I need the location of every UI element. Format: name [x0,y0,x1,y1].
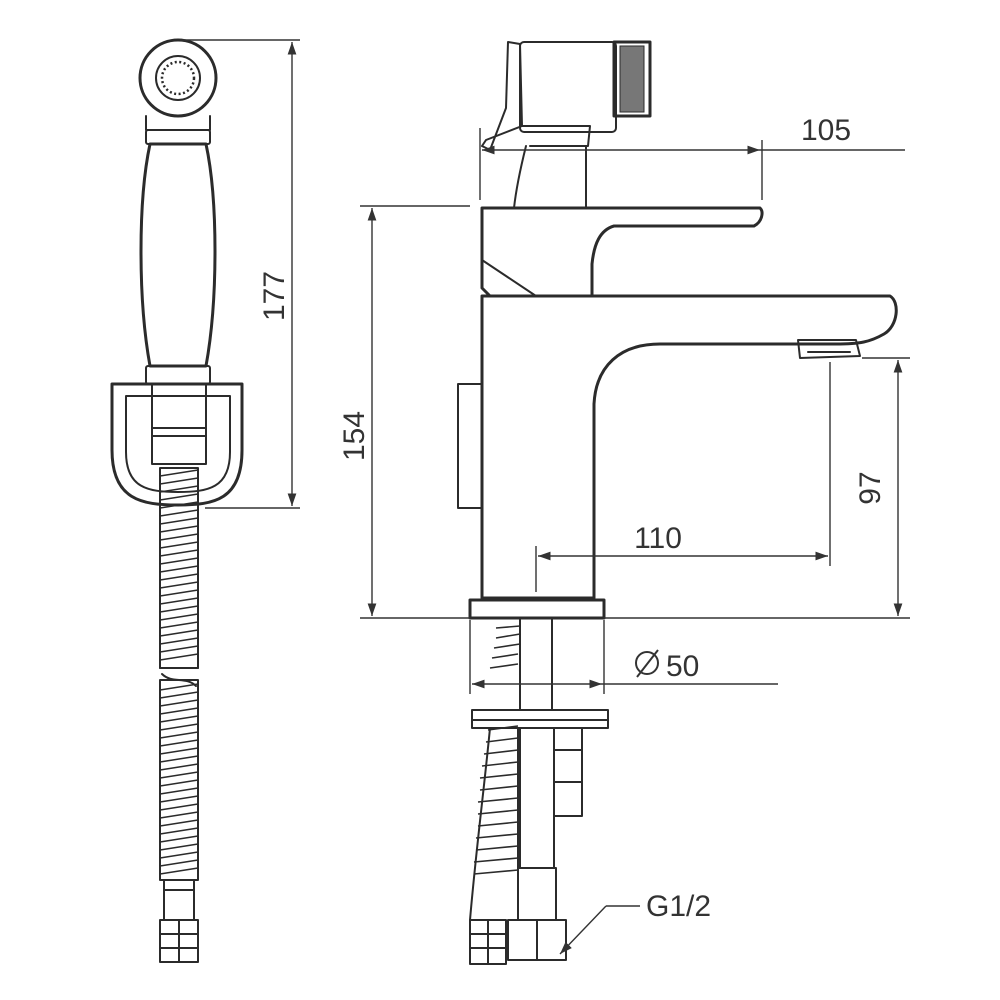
mixer-body [457,294,898,600]
dimension-label-97: 97 [854,471,887,504]
handle-body [139,142,217,368]
dimension-label-50: 50 [666,650,699,683]
handset-nozzle [481,40,652,209]
shower-head-icon [138,38,218,145]
supply-hoses [469,625,583,965]
mixer-base [468,598,609,729]
dimension-label-105: 105 [801,114,851,147]
diameter-symbol-icon [635,649,659,678]
dimension-97: 97 [604,357,910,619]
mixer-lever [480,206,764,298]
dimension-154: 154 [338,205,470,619]
wall-holder [110,382,244,507]
flexible-hose [159,467,199,963]
dimension-label-177: 177 [258,271,291,321]
mixer-side-view: 105 154 97 110 [338,40,910,965]
dimension-110: 110 [535,362,831,592]
dimension-177: 177 [180,39,300,509]
thread-callout: G1/2 [559,890,711,955]
dimension-105: 105 [479,114,905,200]
dimension-diameter-50: 50 [469,620,778,694]
dimension-label-154: 154 [338,411,371,461]
thread-label: G1/2 [646,890,711,923]
dimension-label-110: 110 [634,522,682,555]
hand-shower-view: 177 [110,38,300,963]
